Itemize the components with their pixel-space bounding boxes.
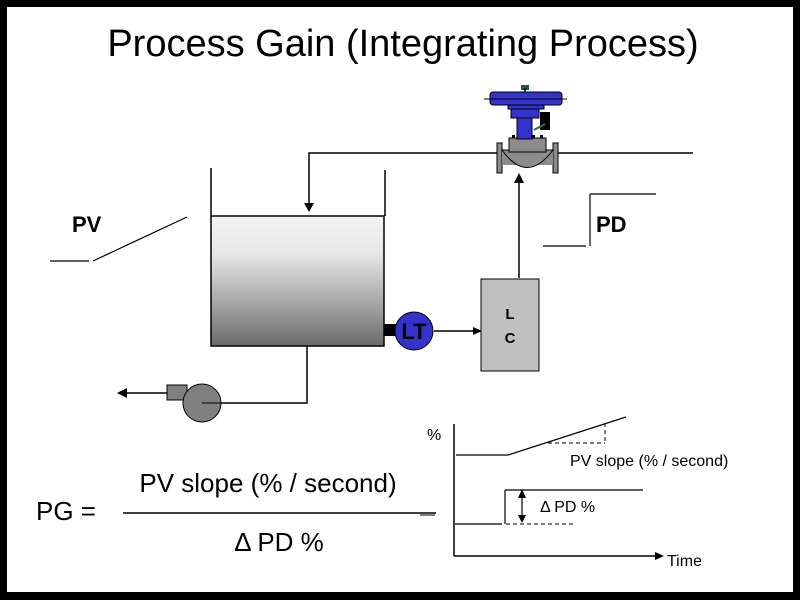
controller-label-c: C — [505, 330, 516, 347]
discharge-arrow-icon — [117, 388, 127, 398]
pv-response-ramp — [507, 416, 627, 456]
equation-denominator: Δ PD % — [234, 527, 324, 557]
pd-label: PD — [596, 212, 627, 237]
response-plot: % Time PV slope (% / second) Δ PD % — [420, 416, 728, 570]
inlet-pipe — [304, 152, 693, 212]
equation-numerator: PV slope (% / second) — [139, 468, 396, 498]
level-controller-box — [480, 278, 540, 372]
outlet-pipe — [199, 346, 308, 404]
transmitter-signal-arrow-icon — [473, 327, 482, 335]
y-axis-label: % — [427, 427, 441, 444]
pump-icon — [166, 383, 222, 423]
transmitter-connection — [384, 324, 398, 336]
level-transmitter-icon — [394, 311, 434, 351]
transmitter-label: LT — [401, 319, 427, 344]
page-title: Process Gain (Integrating Process) — [107, 23, 698, 65]
pv-label: PV — [72, 212, 102, 237]
slide — [7, 7, 793, 592]
equation-lhs: PG = — [36, 496, 96, 526]
tank-liquid — [210, 215, 385, 347]
pv-slope-label: PV slope (% / second) — [570, 453, 728, 470]
controller-label-l: L — [505, 306, 514, 323]
control-valve-icon — [484, 85, 567, 174]
x-axis-label: Time — [667, 553, 702, 570]
x-axis-arrow-icon — [655, 552, 664, 560]
delta-pd-arrow-up-icon — [518, 489, 526, 498]
delta-pd-arrow-down-icon — [518, 515, 526, 523]
delta-pd-label: Δ PD % — [540, 499, 595, 516]
valve-signal-arrow-icon — [514, 173, 524, 183]
pv-trend-ramp — [92, 216, 188, 262]
inlet-arrow-icon — [304, 203, 314, 212]
